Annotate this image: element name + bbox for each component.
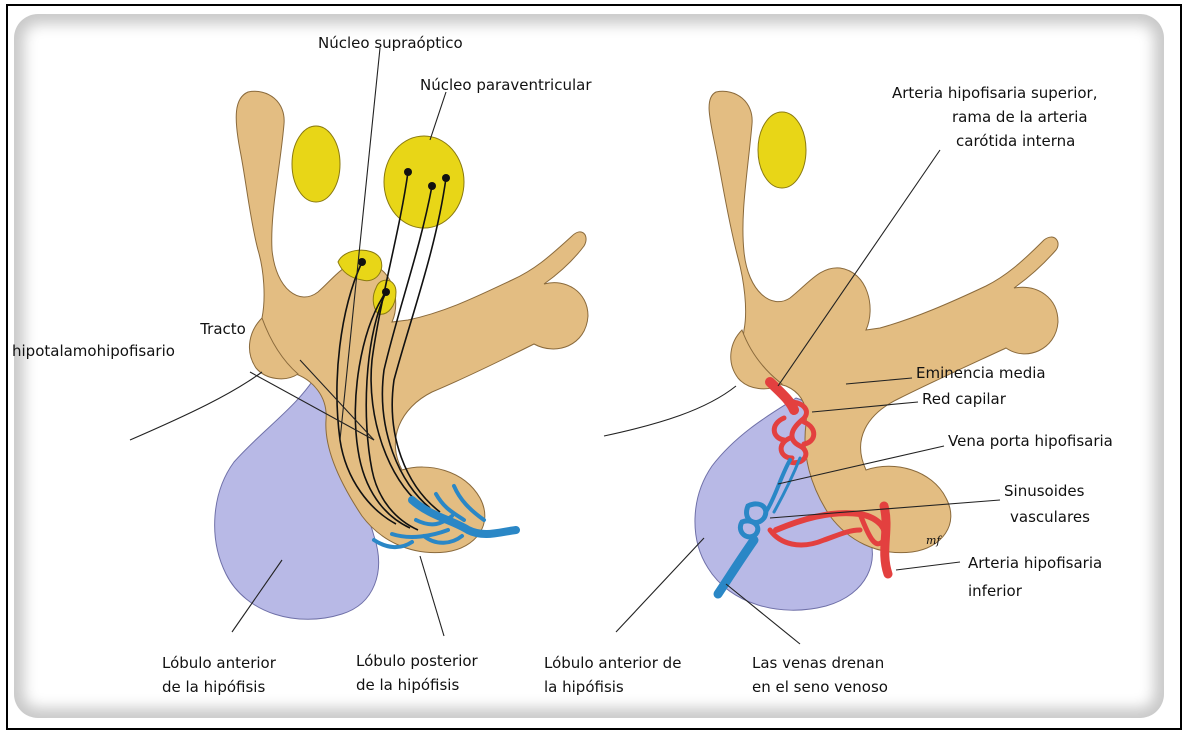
label-paraventricular-nucleus: Núcleo paraventricular (420, 74, 592, 96)
label-capillary-net: Red capilar (922, 388, 1006, 410)
paraventricular-nucleus (384, 136, 464, 228)
label-anterior-lobe-right-1: Lóbulo anterior de (544, 652, 681, 674)
label-sinusoids-1: Sinusoides (1004, 480, 1084, 502)
dorsal-nucleus-right (758, 112, 806, 188)
label-superior-artery-1: Arteria hipofisaria superior, (892, 82, 1097, 104)
label-inferior-artery-2: inferior (968, 580, 1022, 602)
dorsal-nucleus-left (292, 126, 340, 202)
left-diagram (215, 91, 588, 619)
label-tract-line2: hipotalamohipofisario (12, 340, 175, 362)
label-veins-drain-2: en el seno venoso (752, 676, 888, 698)
label-inferior-artery-1: Arteria hipofisaria (968, 552, 1102, 574)
label-veins-drain-1: Las venas drenan (752, 652, 884, 674)
label-superior-artery-2: rama de la arteria (952, 106, 1088, 128)
label-anterior-lobe-left-2: de la hipófisis (162, 676, 265, 698)
label-anterior-lobe-left-1: Lóbulo anterior (162, 652, 276, 674)
label-supraoptic-nucleus: Núcleo supraóptico (318, 32, 463, 54)
label-portal-vein: Vena porta hipofisaria (948, 430, 1113, 452)
label-posterior-lobe-1: Lóbulo posterior (356, 650, 478, 672)
artist-signature: mf (926, 530, 941, 552)
label-tract-line1: Tracto (150, 318, 296, 340)
label-median-eminence: Eminencia media (916, 362, 1046, 384)
label-sinusoids-2: vasculares (1010, 506, 1090, 528)
label-posterior-lobe-2: de la hipófisis (356, 674, 459, 696)
label-anterior-lobe-right-2: la hipófisis (544, 676, 624, 698)
right-diagram (695, 91, 1058, 610)
label-superior-artery-3: carótida interna (956, 130, 1075, 152)
